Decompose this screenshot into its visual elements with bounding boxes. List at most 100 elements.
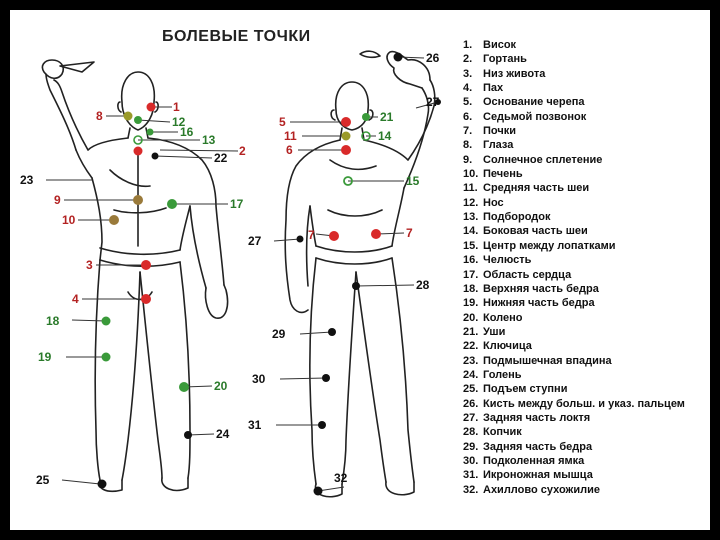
legend-item-number: 13. [463,211,479,224]
point-14-side-neck [361,131,371,141]
point-19-lower-thigh [101,352,111,362]
legend-item-number: 27. [463,411,479,424]
point-1-temple [146,102,156,112]
legend-item-number: 29. [463,440,479,453]
legend-item: 21. Уши [463,325,685,339]
label-29: 29 [272,327,286,341]
number-labels: 1 2 3 4 5 6 7 7 8 9 10 11 12 13 14 15 16… [20,51,440,487]
legend-item: 10.Печень [463,167,685,181]
legend-item: 30. Подколенная ямка [463,454,685,468]
legend-item-number: 22. [463,340,479,353]
label-7-right: 7 [406,226,413,240]
point-25-instep [97,479,107,489]
label-28: 28 [416,278,430,292]
legend-item: 18. Верхняя часть бедра [463,282,685,296]
point-7-kidney-right [371,229,381,239]
point-5-skull-base [341,117,351,127]
legend-item: 5.Основание черепа [463,95,685,109]
legend-item-number: 6. [463,110,473,123]
point-2-larynx [133,146,143,156]
legend-item-text: Верхняя часть бедра [483,282,599,295]
legend-item-number: 7. [463,125,473,138]
label-14: 14 [378,129,392,143]
legend-item: 25.Подъем ступни [463,382,685,396]
legend-item-text: Ключица [483,340,532,353]
legend-item-number: 3. [463,67,473,80]
label-1: 1 [173,100,180,114]
legend-item-text: Подмышечная впадина [483,354,612,367]
legend-item: 17.Область сердца [463,268,685,282]
back-figure [284,50,436,498]
legend-item-number: 10. [463,168,479,181]
point-17-heart [167,199,177,209]
legend-item-text: Подколенная ямка [483,454,585,467]
legend-item-number: 20. [463,311,479,324]
legend-item-text: Нос [483,196,504,209]
legend-item: 1.Висок [463,38,685,52]
label-13: 13 [202,133,216,147]
label-2: 2 [239,144,246,158]
legend-item-text: Подъем ступни [483,383,568,396]
label-11: 11 [284,129,297,143]
legend-item-number: 11. [463,182,478,195]
legend-item: 9.Солнечное сплетение [463,153,685,167]
legend-item-text: Гортань [483,53,527,66]
legend-item-text: Низ живота [483,67,546,80]
label-27-raised: 27 [426,95,440,109]
label-4: 4 [72,292,79,306]
point-27-elbow [296,235,304,243]
legend-item: 2.Гортань [463,52,685,66]
legend-item-text: Область сердца [483,268,572,281]
body-figures: 1 2 3 4 5 6 7 7 8 9 10 11 12 13 14 15 16… [20,50,441,498]
label-23: 23 [20,173,34,187]
legend-item-text: Кисть между больш. и указ. пальцем [483,397,685,410]
legend-item-text: Уши [483,325,506,338]
legend-item-text: Подбородок [483,211,551,224]
point-21-ears [362,113,370,121]
legend-item-number: 30. [463,454,479,467]
legend-item-text: Почки [483,125,517,138]
label-32: 32 [334,471,348,485]
legend-item-number: 19. [463,297,479,310]
legend-item: 20.Колено [463,311,685,325]
legend-item-number: 18. [463,282,479,295]
legend-item: 28.Копчик [463,425,685,439]
label-12: 12 [172,115,186,129]
legend-item: 31.Икроножная мышца [463,468,685,482]
legend-item: 24.Голень [463,368,685,382]
point-30-knee-pit [322,374,330,382]
legend-item-number: 1. [463,39,473,51]
point-26-hand [393,52,403,62]
label-20: 20 [214,379,228,393]
legend-item-number: 12. [463,196,479,209]
legend-item: 19.Нижняя часть бедра [463,296,685,310]
label-9: 9 [54,193,61,207]
point-12-nose [134,116,142,124]
label-17: 17 [230,197,244,211]
legend-item-text: Центр между лопатками [483,239,616,252]
legend-item-number: 16. [463,254,479,267]
label-25: 25 [36,473,50,487]
label-6: 6 [286,143,293,157]
legend-item: 6.Седьмой позвонок [463,110,685,124]
legend-item-number: 4. [463,82,473,95]
leader-lines [46,56,439,492]
legend-item: 32.Ахиллово сухожилие [463,483,685,497]
legend-item-number: 21. [463,325,479,338]
legend-item: 3. Низ живота [463,67,685,81]
point-4-groin [141,294,151,304]
legend-item-number: 14. [463,225,479,238]
legend-item-number: 31. [463,469,479,482]
legend-item-text: Челюсть [483,254,532,267]
point-28-tailbone [352,282,360,290]
label-10: 10 [62,213,76,227]
point-15-between-shoulders [343,176,353,186]
label-7-left: 7 [308,228,315,242]
point-16-jaw [146,128,154,136]
legend-item-text: Задняя часть локтя [483,411,591,424]
legend-item-number: 23. [463,354,479,367]
legend-item: 7. Почки [463,124,685,138]
legend-item-number: 15. [463,239,479,252]
legend-item-text: Копчик [483,426,522,439]
label-26: 26 [426,51,440,65]
